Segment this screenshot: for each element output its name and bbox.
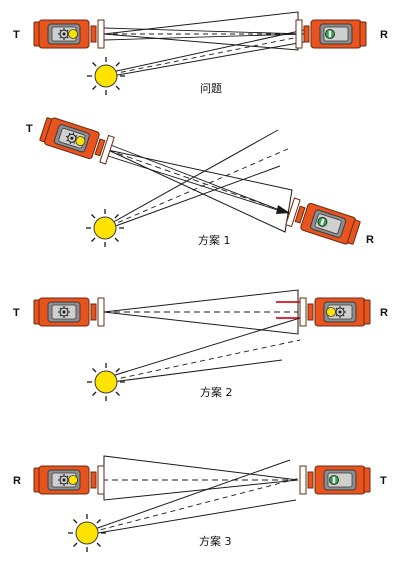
label-left: T — [13, 307, 20, 319]
panel-scheme-3: R T 方案 3 — [13, 455, 387, 553]
label-right: T — [380, 475, 387, 487]
label-left: T — [13, 29, 20, 41]
panel-caption: 方案 2 — [200, 385, 233, 399]
label-right: R — [366, 234, 374, 246]
panel-caption: 方案 1 — [198, 233, 231, 247]
label-left: T — [26, 123, 33, 135]
panel-scheme-2: T R 方案 2 — [13, 289, 388, 402]
sun-icon — [85, 208, 125, 248]
transmitter-device-icon — [33, 297, 105, 327]
sun-icon — [86, 362, 126, 402]
receiver-device-icon — [299, 297, 371, 327]
beam-arrowhead — [276, 205, 290, 214]
sun-icon — [86, 56, 126, 96]
transmitter-device-icon — [38, 115, 115, 165]
beam-cone — [103, 455, 299, 501]
label-right: R — [380, 307, 388, 319]
transmitter-device-icon — [33, 19, 105, 49]
receiver-device-icon — [33, 465, 105, 495]
panel-scheme-1: T R 方案 1 — [26, 115, 374, 248]
transmitter-device-icon — [299, 465, 371, 495]
label-right: R — [380, 29, 388, 41]
beam-center-line — [107, 149, 287, 213]
beam-cone — [107, 149, 293, 233]
label-left: R — [13, 475, 21, 487]
panel-problem: T R 问题 — [13, 11, 388, 96]
panel-caption: 方案 3 — [199, 534, 232, 548]
panel-caption: 问题 — [200, 82, 222, 95]
receiver-device-icon — [285, 197, 362, 247]
receiver-device-icon — [295, 19, 367, 49]
